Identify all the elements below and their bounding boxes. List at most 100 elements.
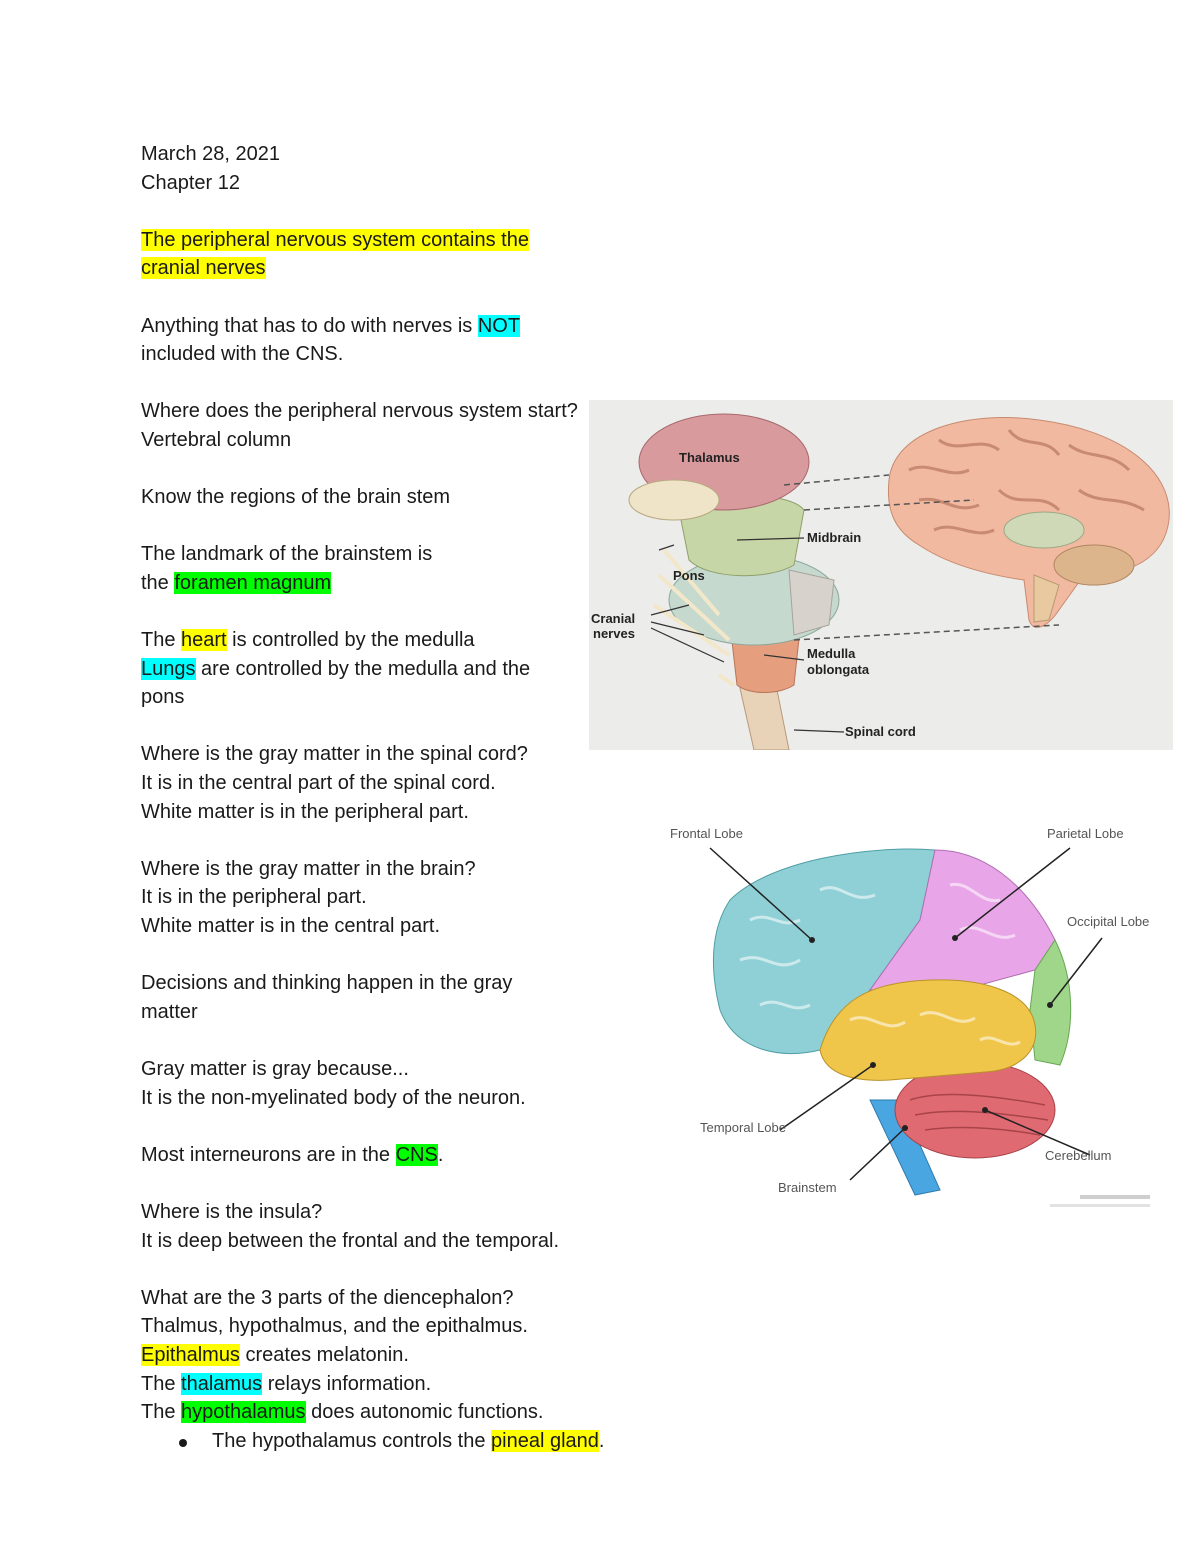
label-thalamus: Thalamus <box>679 450 740 465</box>
highlight-yellow: heart <box>181 629 227 652</box>
text-run: The <box>141 1372 182 1395</box>
text-run: are controlled by the medulla and the <box>195 657 531 680</box>
pin-frontal <box>809 937 815 943</box>
note-heart: The heart is controlled by the medulla <box>141 626 591 655</box>
pin-parietal <box>952 935 958 941</box>
highlight-cyan: thalamus <box>181 1372 263 1395</box>
note-date: March 28, 2021 <box>141 143 280 165</box>
note-insula-answer: It is deep between the frontal and the t… <box>141 1229 560 1252</box>
text-run: . <box>437 1143 444 1166</box>
note-dien-answer: Thalmus, hypothalmus, and the epithalmus… <box>141 1315 528 1338</box>
highlight-yellow: The peripheral nervous system contains t… <box>141 228 529 280</box>
note-white-brain: White matter is in the central part. <box>141 915 441 938</box>
highlight-yellow: pineal gland <box>491 1429 599 1452</box>
note-gray-brain-answer: It is in the peripheral part. <box>141 886 367 909</box>
note-decisions: Decisions and thinking happen in the gra… <box>141 972 513 995</box>
copyright-mark <box>1050 1204 1150 1207</box>
highlight-region-shape <box>1003 511 1085 549</box>
brain-lobes-diagram: Frontal Lobe Parietal Lobe Occipital Lob… <box>670 826 1150 1207</box>
text-run: Anything that has to do with nerves is <box>141 314 478 337</box>
text-run: Most interneurons are in the <box>141 1143 396 1166</box>
cerebellar-peduncle-shape <box>788 569 835 636</box>
label-midbrain: Midbrain <box>807 530 861 545</box>
leader-lines <box>650 537 845 733</box>
note-landmark: The landmark of the brainstem is <box>141 543 433 566</box>
note-pns-start-question: Where does the peripheral nervous system… <box>141 400 578 423</box>
text-run: the <box>141 571 175 594</box>
label-cranial: Cranial <box>591 611 635 626</box>
note-nerves: Anything that has to do with nerves is N… <box>141 312 591 369</box>
leader-lines <box>709 847 1103 1181</box>
text-run: The <box>141 1401 182 1424</box>
lecture-notes: March 28, 2021 Chapter 12 The peripheral… <box>141 140 604 1456</box>
note-chapter: Chapter 12 <box>141 171 240 194</box>
highlight-green: CNS <box>395 1143 438 1166</box>
note-epithalmus: Epithalmus creates melatonin. <box>141 1341 591 1370</box>
cerebellum-small-shape <box>1053 544 1135 586</box>
note-gray-sc-question: Where is the gray matter in the spinal c… <box>141 743 528 766</box>
note-gray-sc-answer: It is in the central part of the spinal … <box>141 772 496 795</box>
pin-temporal <box>870 1062 876 1068</box>
text-run: does autonomic functions. <box>305 1401 544 1424</box>
label-cerebellum: Cerebellum <box>1045 1148 1111 1163</box>
text-run: . <box>598 1429 605 1452</box>
text-run: is controlled by the medulla <box>226 629 475 652</box>
connector-lines <box>783 474 1060 641</box>
note-hypothalamus: The hypothalamus does autonomic function… <box>141 1398 591 1427</box>
note-gray-brain-question: Where is the gray matter in the brain? <box>141 857 476 880</box>
parietal-lobe-shape <box>868 849 1056 991</box>
note-insula-question: Where is the insula? <box>141 1200 323 1223</box>
note-regions: Know the regions of the brain stem <box>141 486 451 509</box>
bullet-item: The hypothalamus controls the pineal gla… <box>141 1427 604 1456</box>
pin-cerebellum <box>982 1107 988 1113</box>
note-interneurons: Most interneurons are in the CNS. <box>141 1141 591 1170</box>
watermark-mark <box>1080 1195 1150 1199</box>
cranial-nerve-strands <box>652 548 736 687</box>
brainstem-small-shape <box>1033 574 1060 623</box>
cerebellum-folds <box>909 1093 1049 1136</box>
note-white-sc: White matter is in the peripheral part. <box>141 800 469 823</box>
text-run: relays information. <box>262 1372 432 1395</box>
label-frontal-lobe: Frontal Lobe <box>670 826 743 841</box>
brain-gyri-lines <box>908 429 1145 535</box>
highlight-cyan: Lungs <box>141 657 196 680</box>
note-lungs: Lungs are controlled by the medulla and … <box>141 655 591 684</box>
label-temporal-lobe: Temporal Lobe <box>700 1120 786 1135</box>
bullet-dot-icon <box>179 1438 187 1447</box>
note-pns-start-answer: Vertebral column <box>141 428 292 451</box>
text-run: included with the CNS. <box>141 343 344 366</box>
note-landmark-2: the foramen magnum <box>141 569 591 598</box>
optic-shape <box>628 479 720 521</box>
pin-brainstem <box>902 1125 908 1131</box>
note-thalamus: The thalamus relays information. <box>141 1370 591 1399</box>
note-decisions-2: matter <box>141 1000 198 1023</box>
text-run: The <box>141 629 182 652</box>
label-parietal-lobe: Parietal Lobe <box>1047 826 1124 841</box>
temporal-lobe-shape <box>819 979 1037 1081</box>
label-oblongata: oblongata <box>807 662 870 677</box>
highlight-green: hypothalamus <box>181 1401 306 1424</box>
note-gray-why-question: Gray matter is gray because... <box>141 1058 409 1080</box>
brain-lobes-figure: Frontal Lobe Parietal Lobe Occipital Lob… <box>640 810 1180 1220</box>
highlight-yellow: Epithalmus <box>141 1343 240 1366</box>
label-brainstem: Brainstem <box>778 1180 837 1195</box>
label-occipital-lobe: Occipital Lobe <box>1067 914 1149 929</box>
gyri-lines <box>739 882 1021 1046</box>
label-spinal-cord: Spinal cord <box>845 724 916 739</box>
highlight-green: foramen magnum <box>174 571 332 594</box>
pin-occipital <box>1047 1002 1053 1008</box>
label-pons: Pons <box>673 568 705 583</box>
brainstem-figure: Thalamus Midbrain Pons Cranial nerves Me… <box>589 400 1173 750</box>
label-nerves: nerves <box>593 626 635 641</box>
note-gray-why-answer: It is the non-myelinated body of the neu… <box>141 1086 526 1109</box>
text-run: creates melatonin. <box>239 1343 409 1366</box>
label-medulla: Medulla <box>807 646 856 661</box>
brainstem-diagram: Thalamus Midbrain Pons Cranial nerves Me… <box>591 413 1170 750</box>
highlight-cyan: NOT <box>477 314 520 337</box>
text-run: The hypothalamus controls the <box>212 1429 492 1452</box>
note-lungs-2: pons <box>141 686 185 709</box>
note-dien-question: What are the 3 parts of the diencephalon… <box>141 1286 514 1309</box>
note-pns: The peripheral nervous system contains t… <box>141 226 591 283</box>
brainstem-shape <box>869 1099 941 1196</box>
